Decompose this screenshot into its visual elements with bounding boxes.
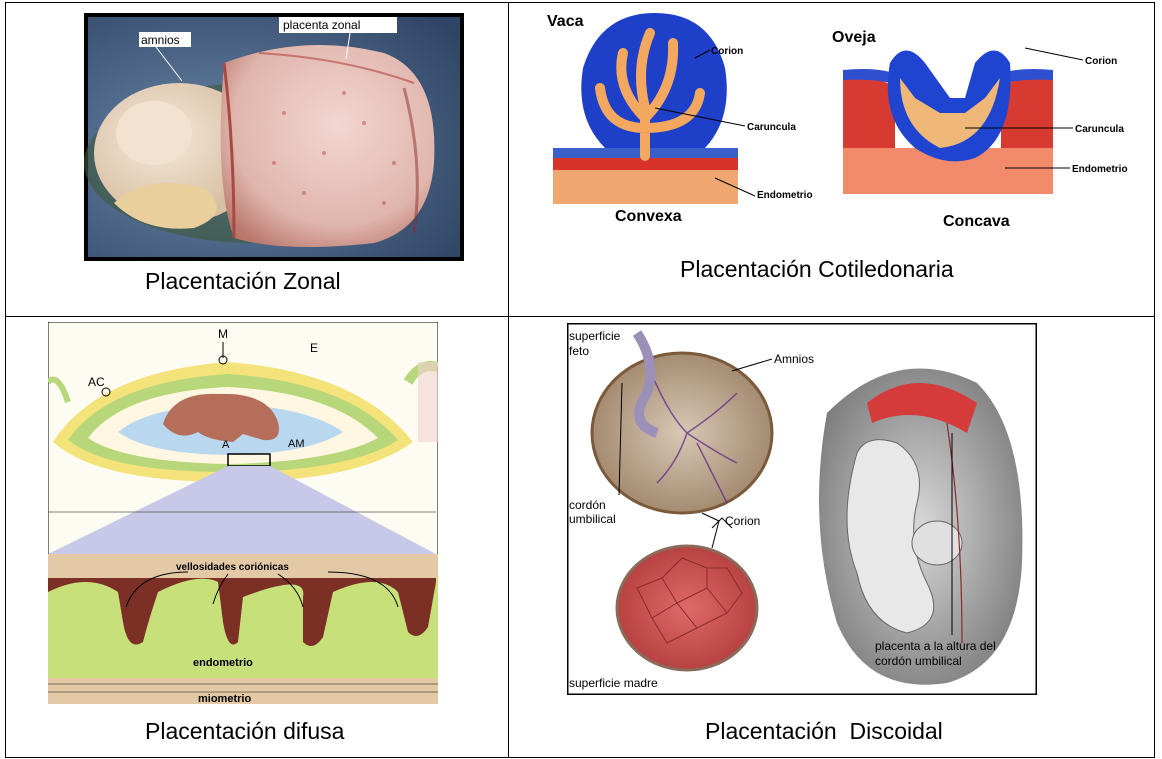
corion-label-discoidal: Corion	[725, 514, 760, 528]
caption-difusa: Placentación difusa	[145, 718, 344, 745]
miometrio-label: miometrio	[198, 693, 251, 704]
superficie-feto-label-2: feto	[569, 344, 589, 358]
caption-cotiledonaria: Placentación Cotiledonaria	[680, 256, 954, 283]
cordon-label-1: cordón	[569, 498, 606, 512]
zonal-placenta-photo: amnios placenta zonal	[84, 13, 464, 261]
m-label: M	[218, 327, 228, 341]
amnios-label-discoidal: Amnios	[774, 352, 814, 366]
placenta-label-1: placenta a la altura del	[875, 639, 996, 653]
cotyledonary-diagram: Vaca Caruncula Corion Endometrio Convexa…	[545, 8, 1145, 240]
ac-label: AC	[88, 375, 105, 389]
endometrio-label: endometrio	[193, 657, 253, 669]
a-label: A	[222, 439, 230, 451]
corion-label-left: Corion	[711, 46, 743, 57]
corion-label-right: Corion	[1085, 56, 1117, 67]
cordon-label-2: umbilical	[569, 512, 616, 526]
diffuse-placenta-diagram: AC M E AM A vellosidades coriónicas endo…	[48, 322, 438, 704]
concava-label: Concava	[943, 213, 1010, 230]
table-divider-horizontal	[6, 316, 1154, 317]
superficie-feto-label-1: superficie	[569, 329, 621, 343]
endometrio-label-right: Endometrio	[1072, 164, 1128, 175]
vaca-label: Vaca	[547, 13, 584, 30]
superficie-madre-label: superficie madre	[569, 676, 658, 690]
caruncula-label-right: Caruncula	[1075, 124, 1124, 135]
oveja-label: Oveja	[832, 29, 876, 46]
caruncula-label-left: Caruncula	[747, 122, 796, 133]
endometrio-label-left: Endometrio	[757, 190, 813, 201]
caption-discoidal: Placentación Discoidal	[705, 718, 943, 745]
am-label: AM	[288, 438, 305, 450]
convexa-label: Convexa	[615, 208, 682, 225]
discoidal-placenta-image: superficie feto Amnios cordón umbilical …	[567, 323, 1037, 695]
amnios-label: amnios	[141, 33, 180, 47]
placenta-zonal-label: placenta zonal	[283, 18, 360, 32]
placenta-label-2: cordón umbilical	[875, 654, 962, 668]
vellosidades-label: vellosidades coriónicas	[176, 562, 289, 573]
table-divider-vertical	[508, 3, 509, 757]
caption-zonal: Placentación Zonal	[145, 268, 341, 295]
e-label: E	[310, 341, 318, 355]
